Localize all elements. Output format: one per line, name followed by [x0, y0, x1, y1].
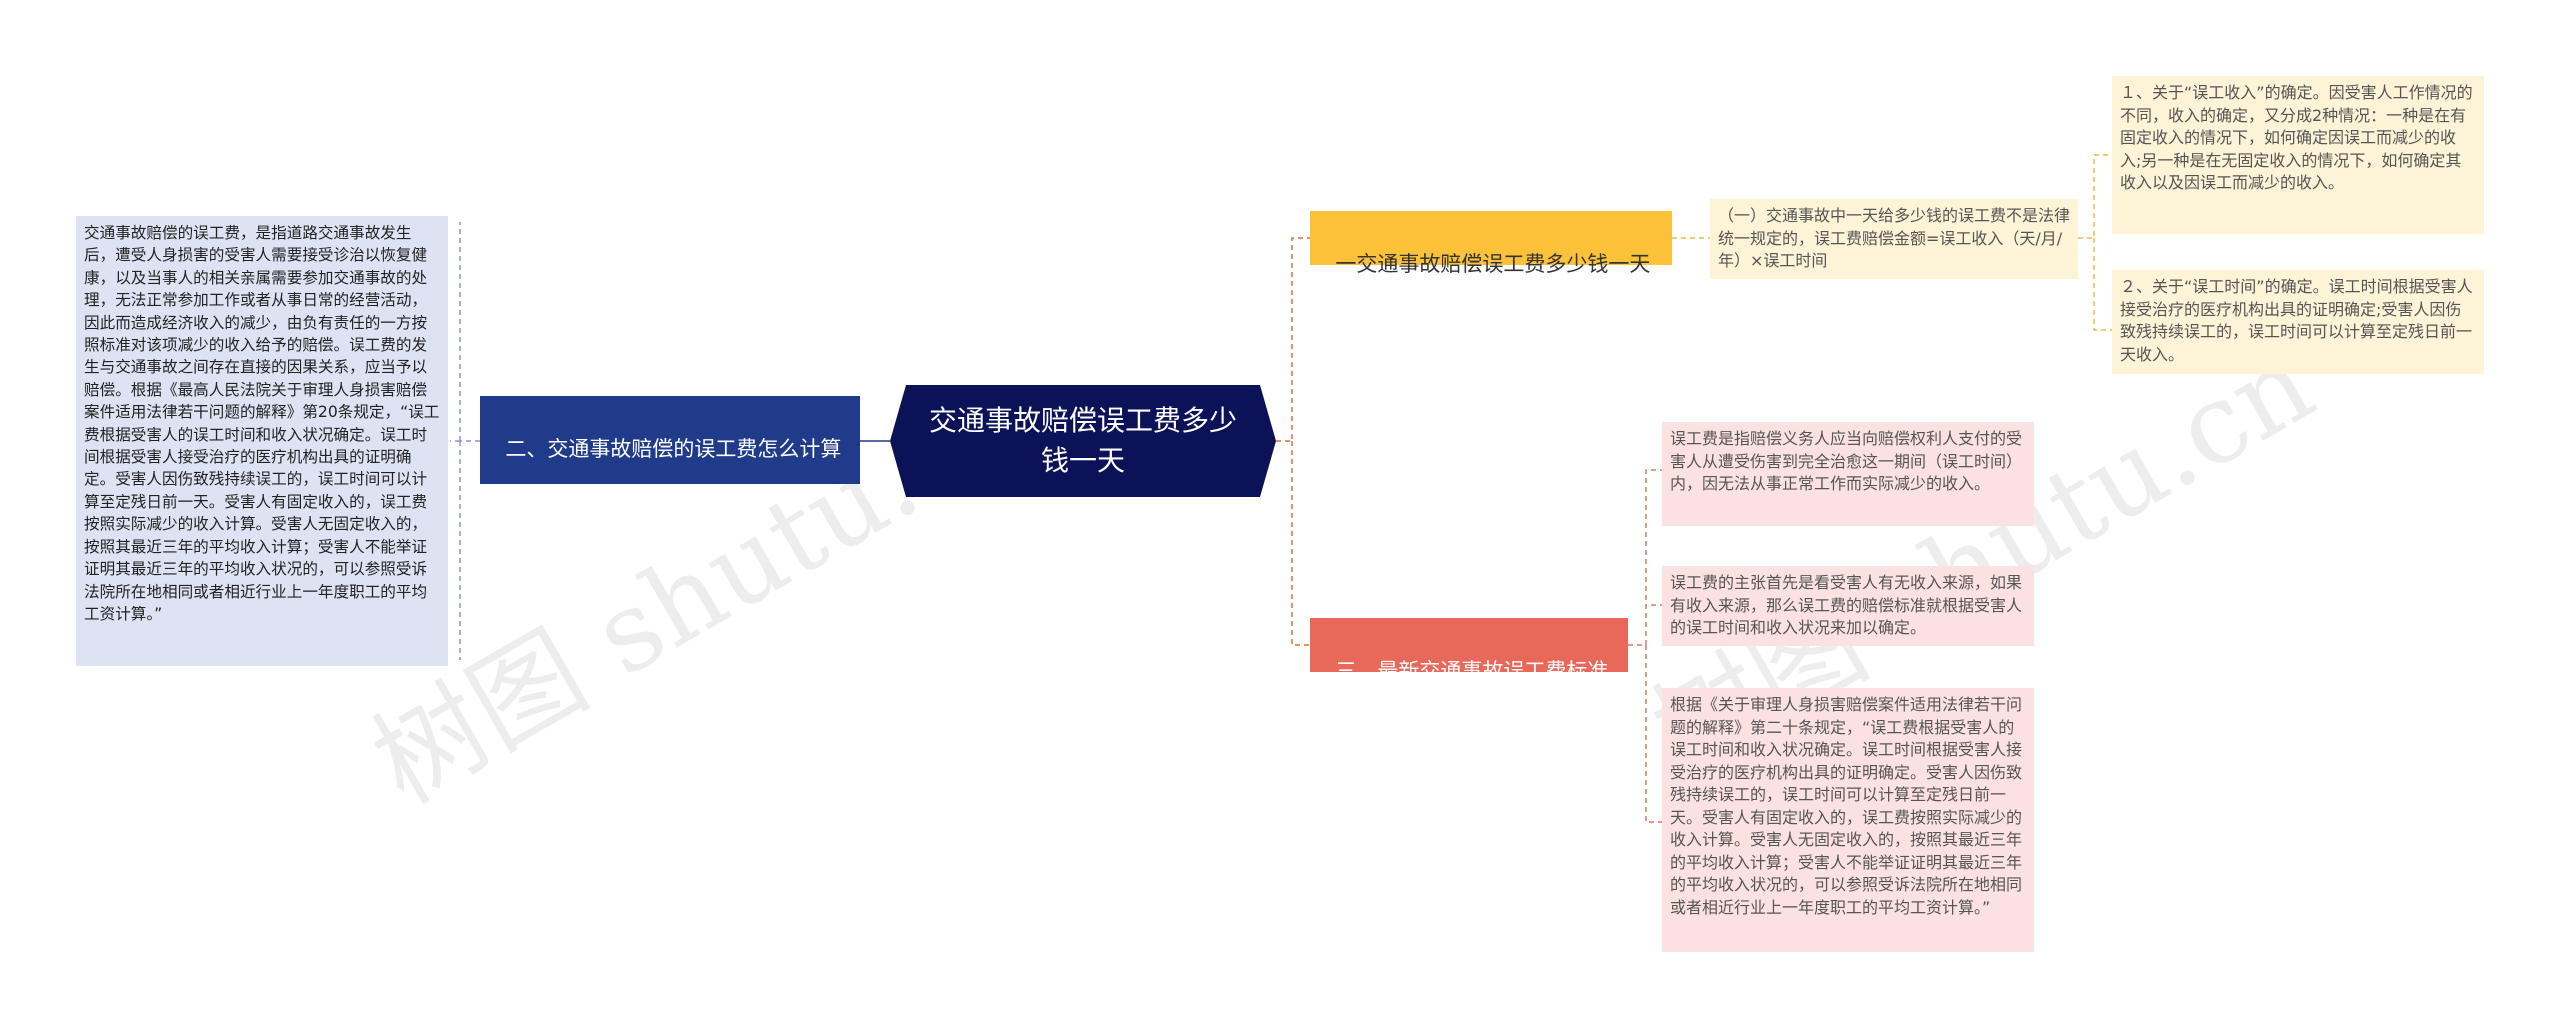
edge-bottom-leaves	[1628, 469, 1662, 823]
right-top-leaf-2: ２、关于“误工时间”的确定。误工时间根据受害人接受治疗的医疗机构出具的证明确定;…	[2112, 270, 2484, 374]
right-top-leaf-1: １、关于“误工收入”的确定。因受害人工作情况的不同，收入的确定，又分成2种情况：…	[2112, 76, 2484, 234]
branch-right-bottom[interactable]: 三、最新交通事故误工费标准	[1310, 618, 1628, 683]
root-title: 交通事故赔偿误工费多少钱一天	[928, 404, 1237, 477]
edge-root-right	[1276, 237, 1310, 646]
branch-left-label: 二、交通事故赔偿的误工费怎么计算	[505, 437, 842, 461]
left-leaf: 交通事故赔偿的误工费，是指道路交通事故发生后，遭受人身损害的受害人需要接受诊治以…	[76, 216, 448, 666]
right-bottom-leaf-2: 误工费的主张首先是看受害人有无收入来源，如果有收入来源，那么误工费的赔偿标准就根…	[1662, 566, 2034, 646]
edge-left-leaf	[450, 222, 480, 660]
right-bottom-leaf-1: 误工费是指赔偿义务人应当向赔偿权利人支付的受害人从遭受伤害到完全治愈这一期间（误…	[1662, 422, 2034, 526]
root-node[interactable]: 交通事故赔偿误工费多少钱一天	[890, 385, 1276, 497]
branch-right-top[interactable]: 一交通事故赔偿误工费多少钱一天	[1310, 211, 1672, 276]
edge-mid-leaves	[2078, 154, 2112, 331]
right-top-mid: （一）交通事故中一天给多少钱的误工费不是法律统一规定的，误工费赔偿金额=误工收入…	[1710, 199, 2078, 279]
branch-right-top-label: 一交通事故赔偿误工费多少钱一天	[1335, 252, 1651, 276]
branch-right-bottom-label: 三、最新交通事故误工费标准	[1335, 659, 1609, 683]
right-bottom-leaf-3: 根据《关于审理人身损害赔偿案件适用法律若干问题的解释》第二十条规定，“误工费根据…	[1662, 688, 2034, 952]
branch-left[interactable]: 二、交通事故赔偿的误工费怎么计算	[480, 396, 860, 484]
